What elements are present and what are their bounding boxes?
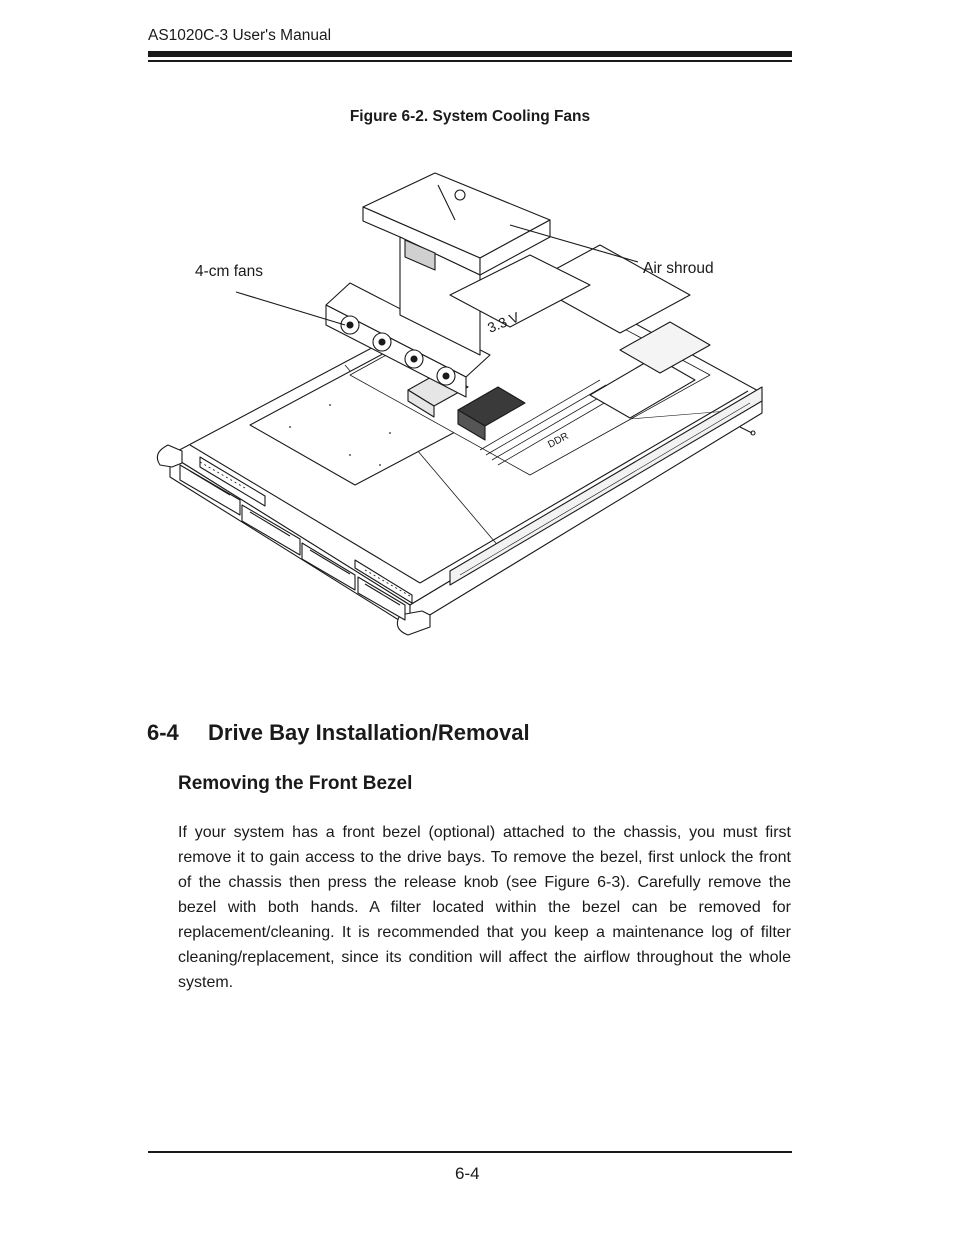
fan-row: [325, 282, 491, 398]
page-number: 6-4: [455, 1164, 480, 1183]
server-chassis-illustration: DDR 3.3 V: [156, 172, 763, 636]
power-supply: [529, 244, 691, 334]
drive-bays: [179, 456, 413, 621]
fans-label: 4-cm fans: [195, 263, 264, 280]
header-rule-thin: [148, 60, 792, 62]
running-header: AS1020C-3 User's Manual: [148, 27, 332, 44]
section-number: 6-4: [147, 720, 179, 745]
air-shroud: [362, 172, 551, 356]
body-paragraph: If your system has a front bezel (option…: [178, 824, 791, 991]
memory-slots: [479, 379, 619, 466]
air-shroud-label: Air shroud: [643, 260, 714, 277]
riser-card: [589, 321, 711, 419]
front-vents: [199, 461, 411, 597]
fans-leader-line: [235, 291, 346, 326]
heatsink-right: [457, 386, 526, 441]
section-heading: 6-4 Drive Bay Installation/Removal: [147, 720, 530, 746]
header-rule: [148, 51, 792, 57]
subsection-heading: Removing the Front Bezel: [178, 773, 413, 794]
figure-caption: Figure 6-2. System Cooling Fans: [349, 108, 591, 125]
left-handle: [156, 444, 183, 468]
shroud-panel: [449, 254, 591, 328]
shroud-leader-line: [509, 224, 639, 263]
footer-rule: [148, 1151, 792, 1153]
section-title: Drive Bay Installation/Removal: [208, 720, 530, 745]
screw-icon: [739, 426, 756, 436]
